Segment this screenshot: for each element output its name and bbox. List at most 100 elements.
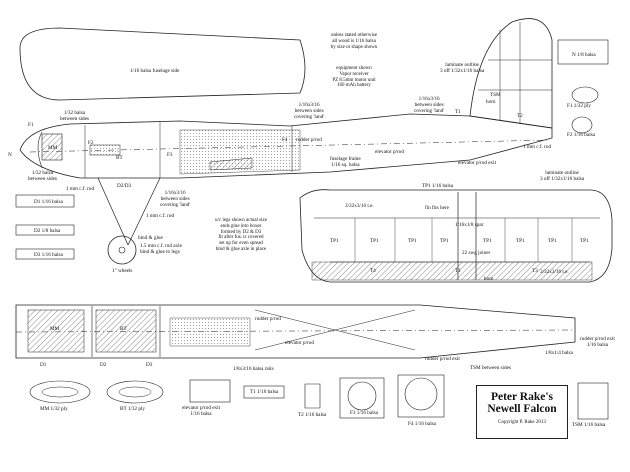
part-f2: F2 1/16 balsa: [567, 132, 595, 138]
fuselage-side-label: 1/16 balsa fuselage side: [130, 68, 180, 74]
label-tp1-cell: TP1: [580, 238, 589, 244]
label-line: 1/16 balsa: [586, 342, 609, 348]
plan-balsa-1-8: 1/8x1/4 balsa: [545, 350, 573, 356]
plan-elevator-pivot: elevator p/rod: [285, 340, 314, 346]
label-line: between sides: [294, 108, 324, 114]
label-line: 1/16 balsa: [190, 411, 212, 417]
note-line: fit after fus. is covered: [218, 235, 264, 241]
plan-bt: BT: [120, 326, 127, 332]
label-t4: T4: [370, 268, 376, 274]
label-line: 3 off 1/32x1/16 balsa: [540, 176, 585, 182]
plan-mm: MM: [50, 326, 60, 332]
label-line: between sides: [160, 196, 190, 202]
part-mm: MM 1/32 ply: [40, 406, 68, 412]
note-line: ends glue into boxes: [220, 223, 262, 229]
part-f3: F3 1/16 balsa: [350, 410, 378, 416]
note-line: u/c legs shown actual size: [215, 218, 267, 223]
label-rod: 1 mm c.f. rod: [66, 186, 95, 192]
label-f4: F4: [282, 137, 288, 143]
label-line: laminate outline: [445, 62, 479, 68]
equipment-note: equipment shown Vapor receiver PZ 8.5mm …: [325, 66, 383, 89]
label-n: N: [8, 152, 12, 158]
label-316b: 1/16x3/16 between sides covering 'land': [414, 96, 444, 114]
label-line: 3 off 1/32x1/16 balsa: [440, 68, 485, 74]
label-line: 1/32 balsa: [31, 170, 54, 176]
note-line: equipment shown: [336, 66, 372, 71]
label-tp1-cell: TP1: [370, 238, 379, 244]
label-tp1: TP1 1/16 balsa: [422, 183, 454, 189]
part-tsm: TSM 1/16 balsa: [572, 422, 606, 428]
label-line: 1/32 balsa: [63, 110, 86, 116]
label-tp1-cell: TP1: [330, 238, 339, 244]
legs-note: u/c legs shown actual size ends glue int…: [205, 218, 277, 253]
label-horn: horn: [486, 99, 496, 105]
part-elev-exit: elevator p/rod exit 1/16 balsa: [182, 405, 220, 417]
wheel: [107, 235, 137, 265]
plan-d3: D3: [146, 362, 153, 368]
label-tp1-cell: TP1: [483, 238, 492, 244]
label-line: rudder p/rod exit: [580, 336, 615, 342]
title-block: Peter Rake's Newell Falcon Copyright P. …: [476, 385, 568, 439]
note-line: 160 mAh battery: [337, 83, 371, 89]
label-tp-laminate: laminate outline 3 off 1/32x1/16 balsa: [540, 170, 584, 182]
plan-rudder-exit: rudder p/rod exit: [425, 356, 460, 362]
label-line: covering 'land': [294, 114, 325, 120]
part-t2: T2 1/16 balsa: [298, 412, 327, 418]
part-t1: T1 1/16 balsa: [250, 389, 279, 395]
label-tp1-cell: TP1: [516, 238, 525, 244]
label-joiner: 22 swg joiner: [462, 250, 491, 256]
label-te: 3/32x3/16 t.e.: [345, 203, 374, 209]
fin-outline: [469, 18, 553, 129]
title-line1: Peter Rake's: [490, 391, 554, 403]
label-line: between sides: [414, 102, 444, 108]
label-balsa-132: 1/32 balsa between sides: [60, 110, 89, 122]
label-line: bind & glue to legs: [140, 249, 180, 255]
label-f2: F2: [88, 140, 94, 146]
label-line: between sides: [28, 176, 57, 182]
label-tsm: TSM: [490, 92, 501, 98]
note-line: bind & glue axle in place: [215, 246, 267, 252]
note-line: all wood is 1/16 balsa: [332, 38, 376, 44]
side-view-fuselage: [19, 113, 553, 179]
label-rudder-pivot: rudder p/rod: [296, 137, 322, 143]
part-f1: F1 1/32 ply: [567, 103, 591, 109]
label-tp1-cell: TP1: [440, 238, 449, 244]
label-line: 1/16x3/16: [418, 96, 440, 102]
label-f1: F1: [28, 122, 34, 128]
plan-tsm-between: TSM between sides: [470, 365, 511, 371]
label-316c: 1/16x3/16 between sides covering 'land': [160, 190, 190, 208]
part-d2: D2 1/8 balsa: [34, 228, 61, 234]
label-line: laminate outline: [545, 170, 579, 176]
title-line2: Newell Falcon: [487, 403, 557, 415]
label-f3: F3: [167, 152, 173, 158]
part-bt: BT 1/32 ply: [120, 406, 145, 412]
label-elevator-exit: elevator p/rod exit: [458, 160, 497, 166]
label-tp1-cell: TP1: [408, 238, 417, 244]
label-line: elevator p/rod exit: [182, 405, 221, 411]
plan-rudder-exit-r: rudder p/rod exit 1/16 balsa: [580, 336, 615, 348]
label-balsa-132b: 1/32 balsa between sides: [28, 170, 57, 182]
label-bind-glue: bind & glue: [138, 235, 163, 241]
label-elevator-pivot: elevator p/rod: [375, 149, 404, 155]
label-tp1-cell: TP1: [548, 238, 557, 244]
label-line: fuselage frame: [330, 156, 361, 162]
part-f4: F4 1/16 balsa: [408, 421, 436, 427]
note-line: Vapor receiver: [339, 71, 369, 77]
note-line: PZ 8.5mm motor unit: [332, 77, 376, 83]
label-rod: 1 mm c.f. rod: [146, 213, 175, 219]
copyright: Copyright P. Rake 2013: [498, 420, 546, 425]
label-line: between sides: [60, 116, 89, 122]
part-d1: D1 1/16 balsa: [34, 199, 63, 205]
label-t1b: T1: [455, 268, 461, 274]
label-axle: 1.5 mm c.f. rod axle bind & glue to legs: [140, 243, 182, 255]
label-line: 1/16x3/16: [298, 102, 320, 108]
label-wheels: 1" wheels: [112, 268, 133, 274]
note-line: unless stated otherwise: [330, 33, 378, 38]
label-316a: 1/16x3/16 between sides covering 'land': [294, 102, 324, 120]
label-line: 1.5 mm c.f. rod axle: [140, 243, 182, 249]
part-n: N 1/8 balsa: [572, 52, 596, 58]
label-line: covering 'land': [160, 202, 191, 208]
label-t3: T3: [532, 268, 538, 274]
label-horn-b: horn: [484, 276, 494, 282]
note-line: set up for even spread: [219, 241, 263, 247]
